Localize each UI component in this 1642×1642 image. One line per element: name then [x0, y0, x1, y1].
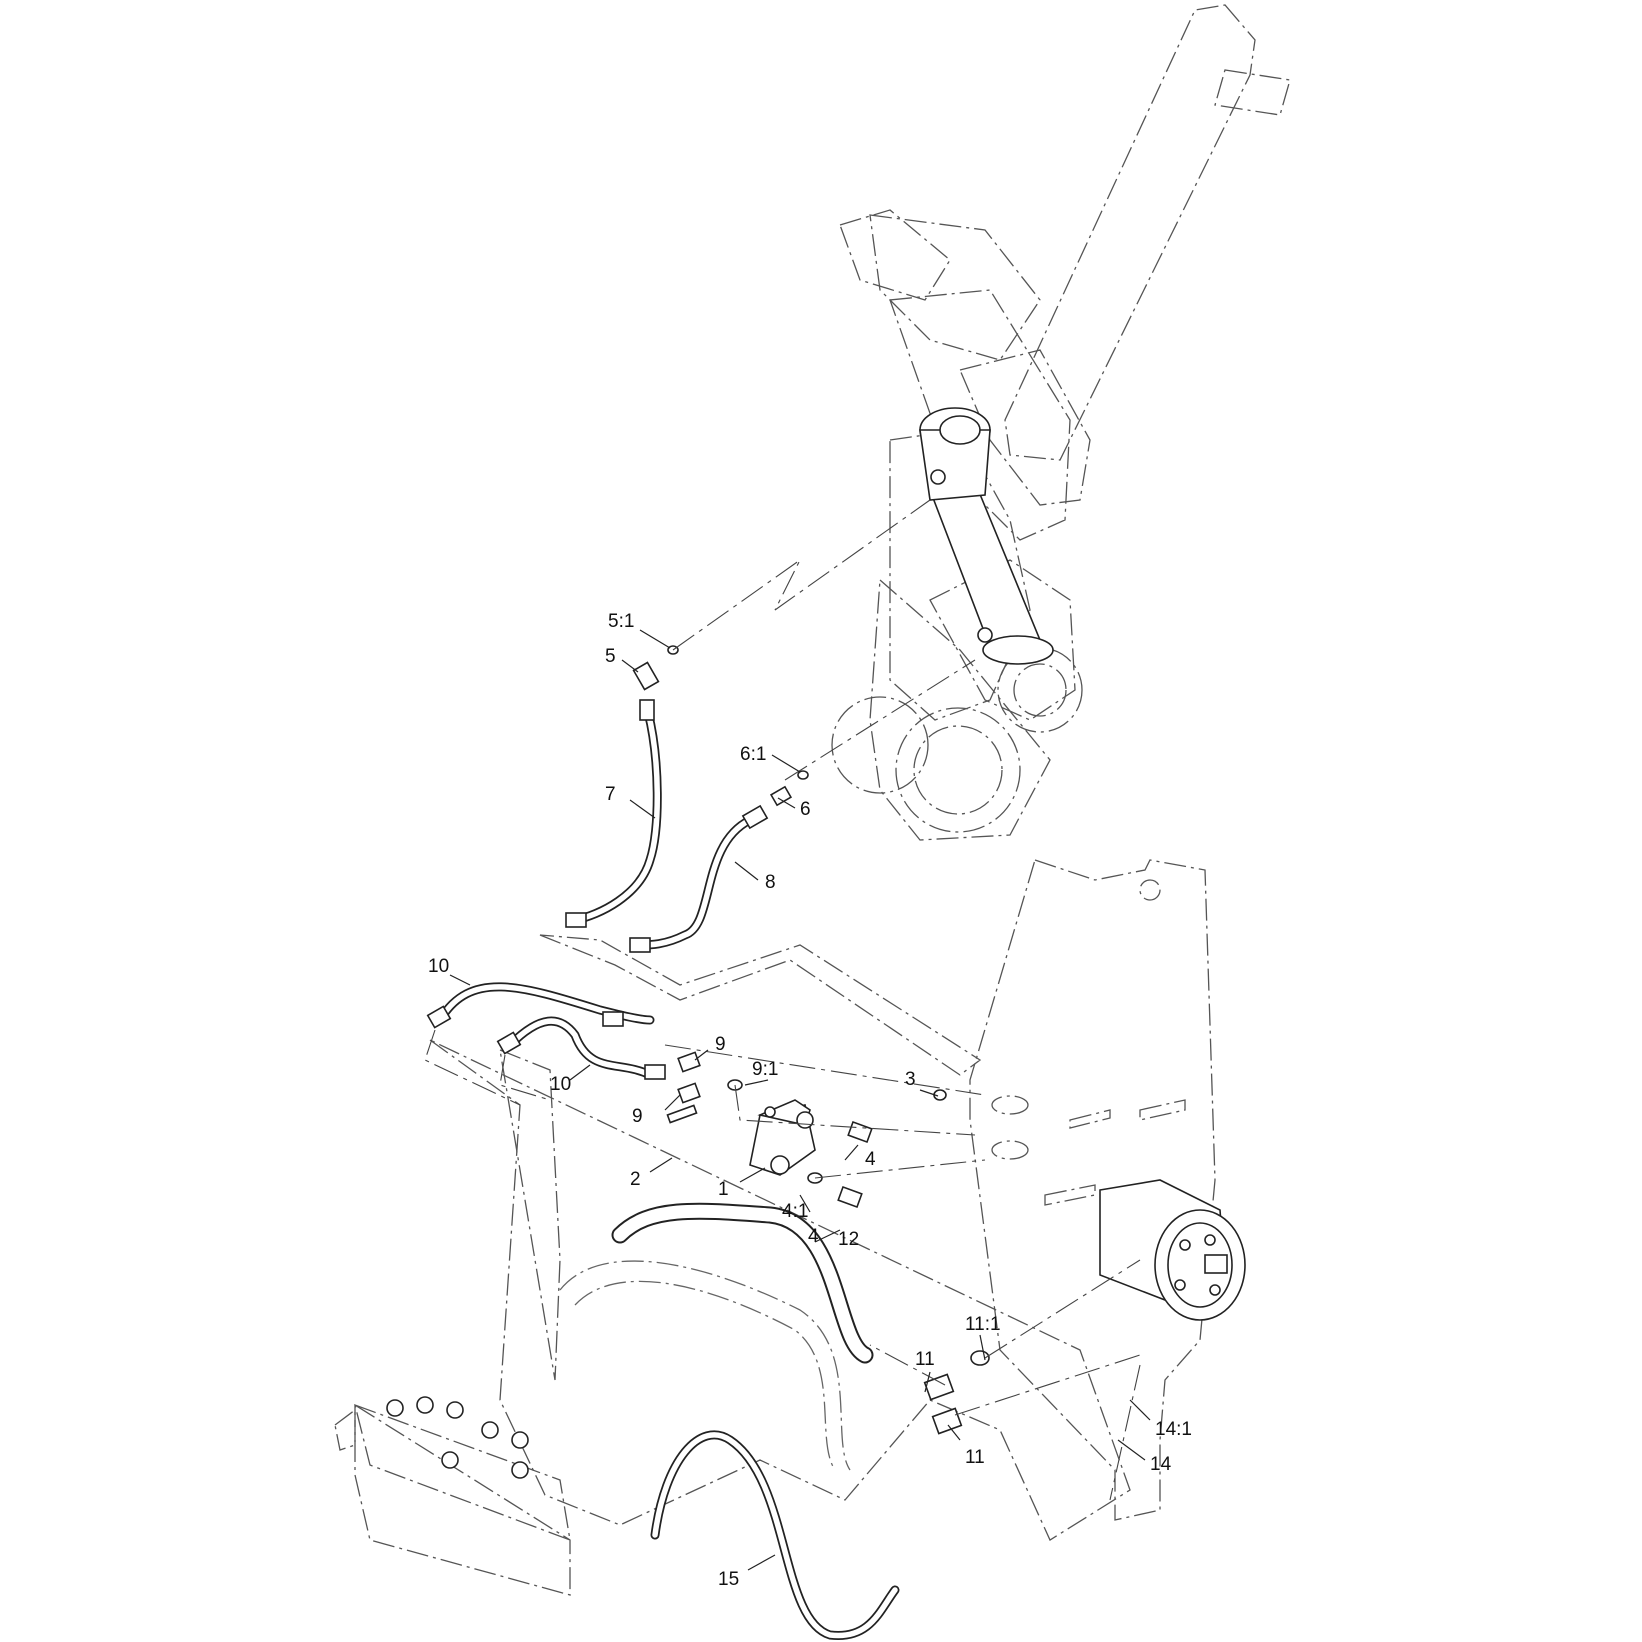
callout-8: 8: [765, 872, 776, 893]
callout-12: 12: [838, 1229, 859, 1250]
callout-1: 1: [718, 1179, 729, 1200]
valve-manifold-phantom: [334, 1396, 571, 1596]
directional-valve: [749, 1099, 816, 1176]
callout-6: 6: [800, 799, 811, 820]
callout-4-lower: 4: [808, 1226, 819, 1247]
fittings: [426, 645, 990, 1435]
boom-arm-phantom: [831, 4, 1291, 841]
callout-2: 2: [630, 1169, 641, 1190]
leader-lines: [449, 629, 1151, 1571]
callout-5-1: 5:1: [608, 611, 634, 632]
callout-6-1: 6:1: [740, 744, 766, 765]
callout-9-1: 9:1: [752, 1059, 778, 1080]
callout-10-lower: 10: [550, 1074, 571, 1095]
callout-10-upper: 10: [428, 956, 449, 977]
lower-frame-phantom: [429, 934, 1131, 1541]
callout-9-lower: 9: [632, 1106, 643, 1127]
callout-3: 3: [905, 1069, 916, 1090]
callout-7: 7: [605, 784, 616, 805]
callout-11-upper: 11: [915, 1349, 935, 1370]
callout-14-1: 14:1: [1155, 1419, 1192, 1440]
hoses: [435, 707, 900, 1640]
callout-5: 5: [605, 646, 616, 667]
callout-9-upper: 9: [715, 1034, 726, 1055]
lift-cylinder: [919, 407, 1054, 665]
callout-11-lower: 11: [965, 1447, 985, 1468]
chassis-plate-phantom: [969, 859, 1216, 1521]
centerlines: [424, 499, 1141, 1501]
hydraulic-motor: [1099, 1179, 1246, 1321]
callout-14: 14: [1150, 1454, 1172, 1475]
callout-4-upper: 4: [865, 1149, 876, 1170]
callout-15: 15: [718, 1569, 739, 1590]
callout-labels: 5:1 5 6:1 6 7 8 10 10 9 9:1 9 3 4 2 1 4:…: [428, 611, 1192, 1590]
callout-4-1: 4:1: [782, 1201, 808, 1222]
callout-11-1: 11:1: [965, 1314, 1001, 1335]
